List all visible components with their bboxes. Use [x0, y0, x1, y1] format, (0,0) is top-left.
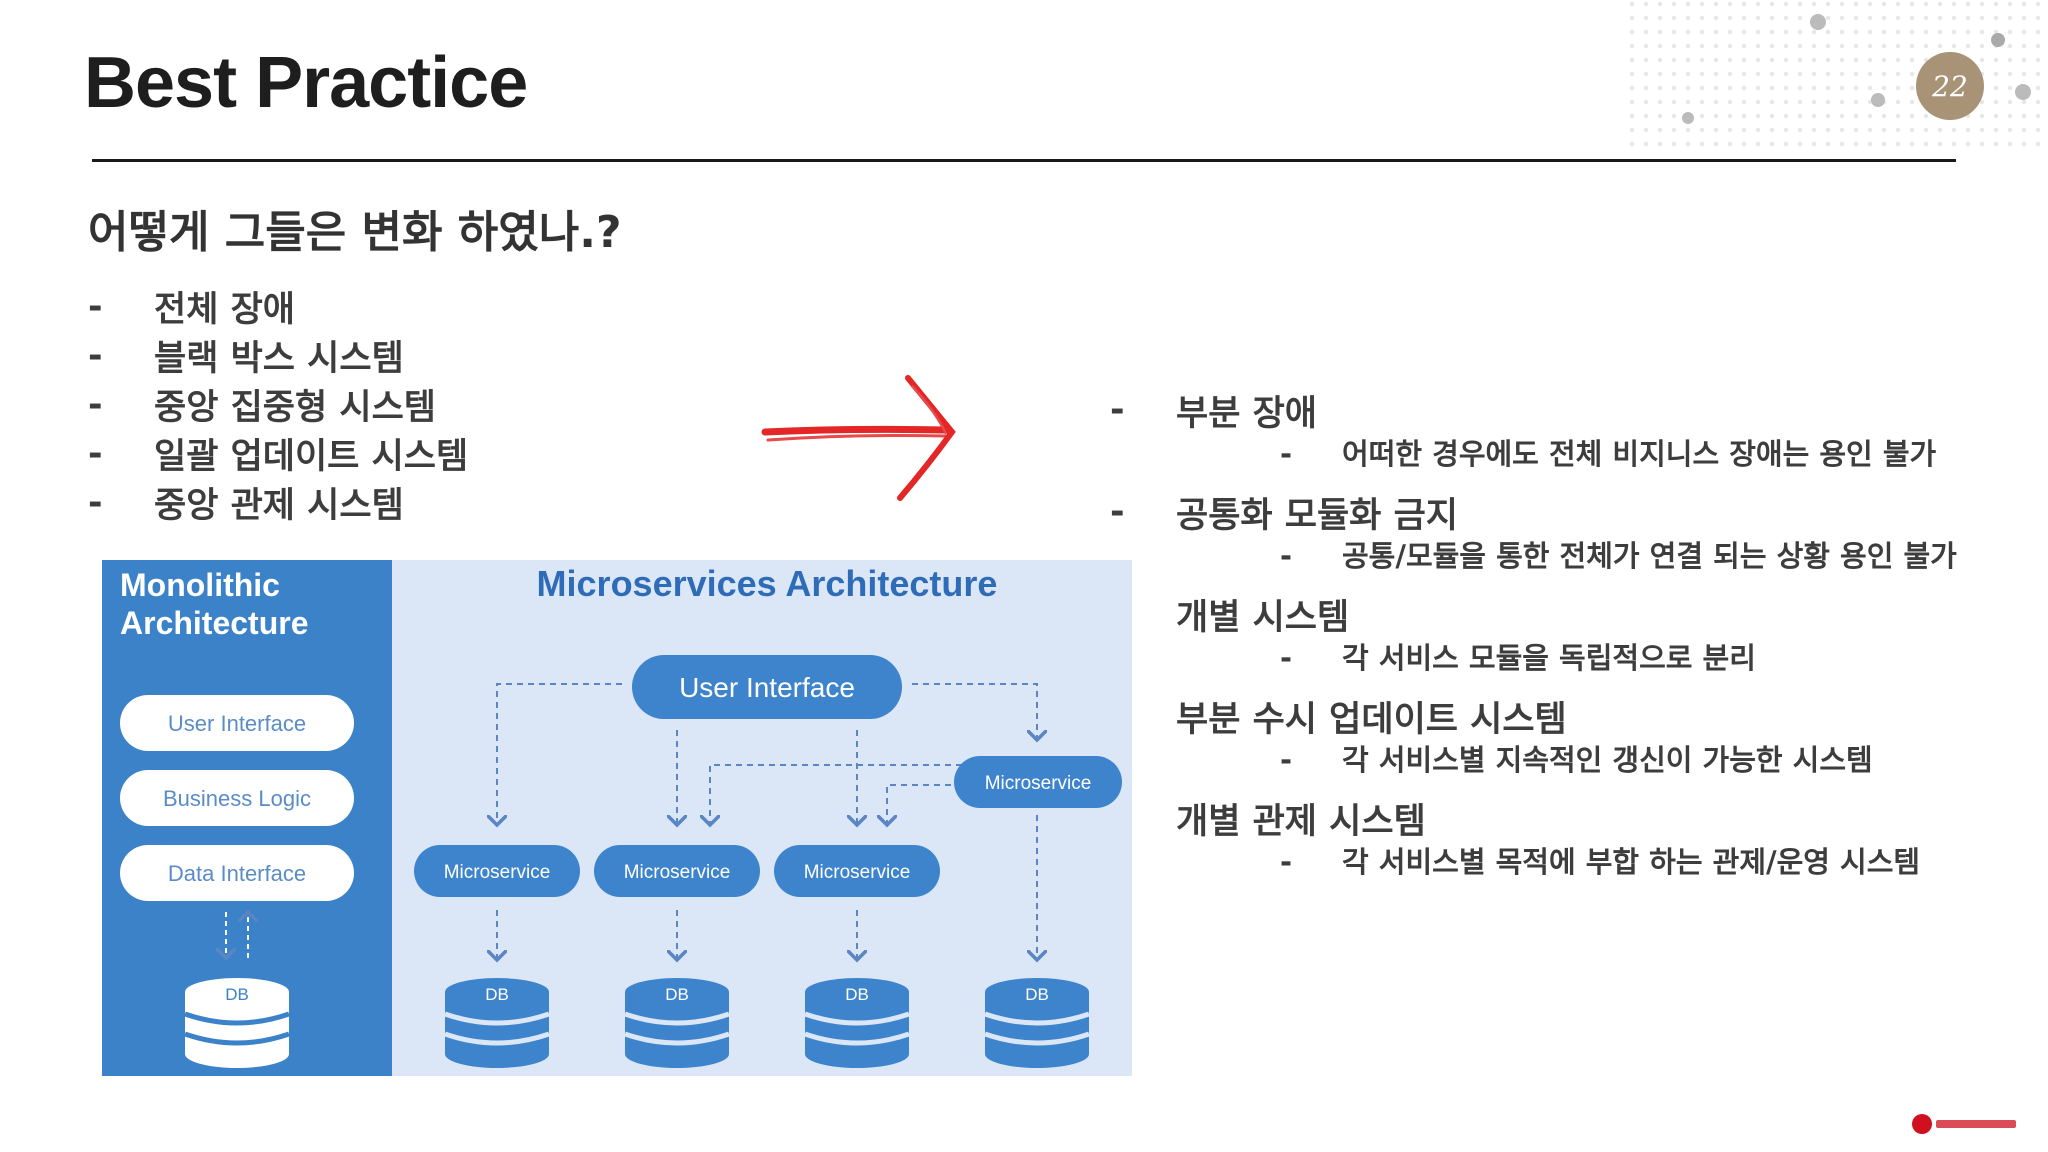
- ui-node: User Interface: [679, 672, 855, 703]
- list-item: -개별 시스템 -각 서비스 모듈을 독립적으로 분리: [1110, 588, 2010, 676]
- left-bullet-list: - 전체 장애 - 블랙 박스 시스템 - 중앙 집중형 시스템 - 일괄 업데이트 시…: [88, 282, 468, 527]
- section-subtitle: 어떻게 그들은 변화 하였나.?: [88, 207, 622, 258]
- list-item: -부분 수시 업데이트 시스템 -각 서비스별 지속적인 갱신이 가능한 시스템: [1110, 690, 2010, 778]
- bullet-dash: -: [88, 482, 103, 523]
- list-item-label: 개별 시스템: [1176, 597, 1350, 638]
- microservice-node: Microservice: [985, 773, 1092, 794]
- page-title: Best Practice: [84, 43, 528, 123]
- architecture-diagram: Monolithic Architecture User Interface B…: [102, 560, 1132, 1076]
- list-item: -공통화 모듈화 금지 -공통/모듈을 통한 전체가 연결 되는 상황 용인 불…: [1110, 486, 2010, 574]
- list-item: - 전체 장애: [88, 282, 468, 331]
- db-label: DB: [485, 985, 509, 1004]
- list-item-label: 공통화 모듈화 금지: [1176, 495, 1458, 536]
- sub-bullet-dash: -: [1280, 437, 1293, 471]
- svg-text:22: 22: [1931, 70, 1968, 103]
- list-item-detail: 각 서비스별 목적에 부합 하는 관제/운영 시스템: [1342, 845, 1921, 879]
- list-item-label: 전체 장애: [154, 290, 295, 330]
- list-item: -부분 장애 -어떠한 경우에도 전체 비지니스 장애는 용인 불가: [1110, 384, 2010, 472]
- db-label: DB: [1025, 985, 1049, 1004]
- list-item-detail: 각 서비스별 지속적인 갱신이 가능한 시스템: [1342, 743, 1873, 777]
- monolithic-title: Architecture: [120, 605, 309, 641]
- microservice-node: Microservice: [804, 862, 911, 883]
- mono-layer-logic: Business Logic: [163, 786, 311, 811]
- list-item: - 일괄 업데이트 시스템: [88, 429, 468, 478]
- decor-pattern-icon: 22: [1628, 0, 2048, 155]
- bullet-dash: -: [88, 335, 103, 376]
- sub-bullet-dash: -: [1280, 845, 1293, 879]
- sub-bullet-dash: -: [1280, 539, 1293, 573]
- bullet-dash: -: [88, 384, 103, 425]
- title-divider: [92, 159, 1956, 162]
- bullet-dash: -: [88, 433, 103, 474]
- list-item-label: 개별 관제 시스템: [1176, 801, 1426, 842]
- list-item: - 블랙 박스 시스템: [88, 331, 468, 380]
- red-arrow-icon: [761, 375, 956, 501]
- bullet-dash: -: [88, 286, 103, 327]
- db-label: DB: [665, 985, 689, 1004]
- list-item-label: 일괄 업데이트 시스템: [154, 437, 469, 477]
- list-item-label: 부분 장애: [1176, 393, 1317, 434]
- right-bullet-list: -부분 장애 -어떠한 경우에도 전체 비지니스 장애는 용인 불가 -공통화 …: [1110, 384, 2010, 894]
- monolithic-title: Monolithic: [120, 567, 280, 603]
- list-item: -개별 관제 시스템 -각 서비스별 목적에 부합 하는 관제/운영 시스템: [1110, 792, 2010, 880]
- sub-bullet-dash: -: [1280, 743, 1293, 777]
- bullet-dash: -: [1110, 390, 1125, 430]
- list-item: - 중앙 집중형 시스템: [88, 380, 468, 429]
- list-item-detail: 어떠한 경우에도 전체 비지니스 장애는 용인 불가: [1342, 437, 1937, 471]
- db-label: DB: [225, 985, 249, 1004]
- list-item-label: 중앙 관제 시스템: [154, 486, 404, 526]
- list-item-label: 중앙 집중형 시스템: [154, 388, 436, 428]
- mono-layer-ui: User Interface: [168, 711, 306, 736]
- list-item-label: 부분 수시 업데이트 시스템: [1176, 699, 1567, 740]
- mono-layer-data: Data Interface: [168, 861, 306, 886]
- logo-icon: [1912, 1114, 1932, 1134]
- sub-bullet-dash: -: [1280, 641, 1293, 675]
- company-logo: [1912, 1114, 2020, 1134]
- microservices-title: Microservices Architecture: [537, 563, 998, 604]
- list-item-detail: 공통/모듈을 통한 전체가 연결 되는 상황 용인 불가: [1342, 539, 1957, 573]
- microservice-node: Microservice: [444, 862, 551, 883]
- list-item-detail: 각 서비스 모듈을 독립적으로 분리: [1342, 641, 1756, 675]
- list-item-label: 블랙 박스 시스템: [154, 339, 404, 379]
- list-item: - 중앙 관제 시스템: [88, 478, 468, 527]
- logo-wordmark: [1936, 1120, 2016, 1128]
- db-label: DB: [845, 985, 869, 1004]
- microservice-node: Microservice: [624, 862, 731, 883]
- bullet-dash: -: [1110, 492, 1125, 532]
